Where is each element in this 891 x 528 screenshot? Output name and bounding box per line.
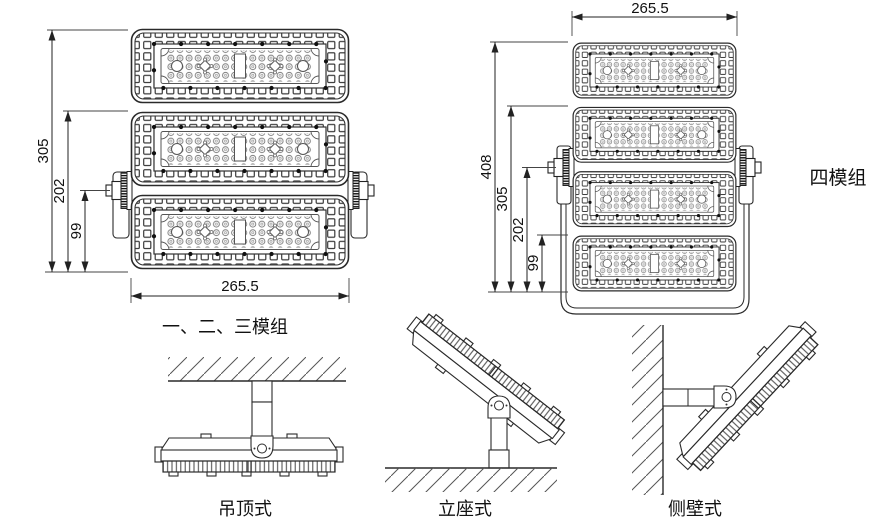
- led-module-2: [572, 106, 737, 164]
- width-dim-label-left: 265.5: [221, 278, 259, 295]
- width-dim-label-right: 265.5: [631, 0, 669, 17]
- led-module-1: [132, 30, 349, 103]
- mount-label-ceiling: 吊顶式: [218, 499, 272, 519]
- three-module-label: 一、二、三模组: [162, 317, 288, 337]
- led-module-1: [572, 42, 737, 99]
- four-module-front-view: 265.5 408 305 202 99 四模组: [478, 0, 867, 315]
- ceiling-hatch: [168, 357, 346, 381]
- fixture-side-view: [154, 433, 344, 477]
- dim-label-408: 408: [478, 154, 495, 179]
- dim-label-305: 305: [35, 138, 52, 163]
- pedestal-base: [488, 449, 510, 469]
- pivot-housing: [250, 435, 274, 459]
- yoke-outer: [560, 170, 750, 315]
- dim-label-202: 202: [510, 217, 527, 242]
- pedestal-mount-drawing: 立座式: [385, 305, 574, 519]
- mount-label-pedestal: 立座式: [438, 499, 492, 519]
- four-module-label: 四模组: [809, 167, 866, 189]
- yoke-inner: [565, 170, 745, 309]
- pivot-housing: [713, 385, 737, 409]
- dim-label-202: 202: [51, 178, 68, 203]
- right-view-dimensions: 265.5 408 305 202 99: [478, 0, 738, 293]
- dim-label-99: 99: [68, 223, 85, 240]
- led-module-3: [132, 196, 349, 269]
- led-module-3: [572, 170, 737, 228]
- wall-arm: [662, 388, 719, 407]
- led-module-2: [132, 113, 349, 186]
- pedestal-post: [490, 415, 508, 451]
- dim-label-305: 305: [494, 186, 511, 211]
- dim-label-99: 99: [525, 255, 542, 272]
- ceiling-pole-upper: [251, 380, 273, 403]
- mount-label-wall: 侧壁式: [668, 499, 722, 519]
- three-module-front-view: 305 202 99 265.5 一、二、三模组: [35, 29, 375, 337]
- wall-mount-drawing: 侧壁式: [632, 312, 827, 519]
- fixture-side-view: [398, 305, 574, 456]
- pivot-housing: [487, 395, 511, 419]
- wall-hatch: [632, 325, 663, 495]
- ceiling-pole-lower: [251, 401, 273, 441]
- ground-hatch: [385, 468, 557, 492]
- left-view-dimensions: 305 202 99 265.5: [35, 29, 350, 303]
- led-module-4: [572, 235, 737, 292]
- ceiling-mount-drawing: 吊顶式: [154, 357, 346, 519]
